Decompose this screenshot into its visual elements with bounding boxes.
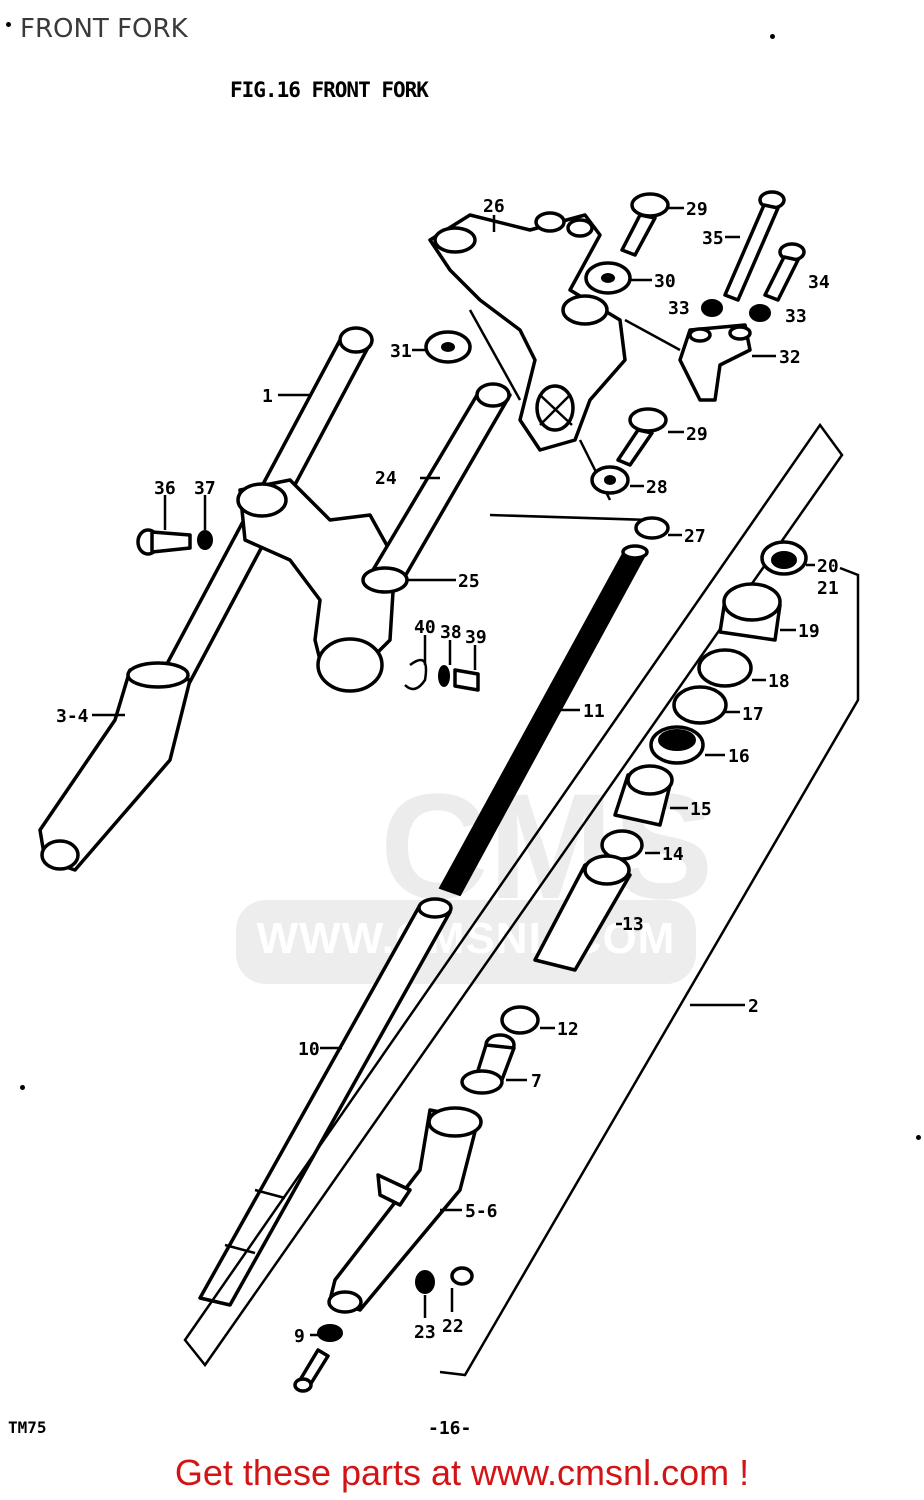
callout-30: 30	[654, 271, 676, 292]
callout-16: 16	[728, 746, 750, 767]
part-ring-17[interactable]	[672, 685, 728, 725]
callout-18: 18	[768, 671, 790, 692]
part-cylinder-7[interactable]	[460, 1033, 516, 1095]
callout-28: 28	[646, 477, 668, 498]
part-circlip-27[interactable]	[634, 516, 670, 540]
callout-5-6: 5-6	[465, 1201, 498, 1222]
part-oil-seal-16[interactable]	[649, 725, 705, 765]
leader-lines	[92, 206, 815, 1337]
callout-32: 32	[779, 347, 801, 368]
callout-23: 23	[414, 1322, 436, 1343]
callout-2: 2	[748, 996, 759, 1017]
callout-14: 14	[662, 844, 684, 865]
callout-20: 20	[817, 556, 839, 577]
part-bushing-13[interactable]	[533, 854, 632, 972]
part-lower-bracket-left[interactable]	[236, 478, 397, 693]
part-washer-33b[interactable]	[749, 304, 771, 322]
callout-39: 39	[465, 627, 487, 648]
part-washer-33a[interactable]	[701, 299, 723, 317]
part-stem-24[interactable]	[361, 382, 512, 594]
callout-29-lower: 29	[686, 424, 708, 445]
part-ring-18[interactable]	[697, 648, 753, 688]
callout-31: 31	[390, 341, 412, 362]
model-code: TM75	[8, 1418, 47, 1437]
callout-40: 40	[414, 617, 436, 638]
callout-33a: 33	[668, 298, 690, 319]
part-inner-tube-10[interactable]	[198, 897, 453, 1307]
callout-9: 9	[294, 1326, 305, 1347]
callout-22: 22	[442, 1316, 464, 1337]
callout-36: 36	[154, 478, 176, 499]
callout-12: 12	[557, 1019, 579, 1040]
callout-10: 10	[298, 1039, 320, 1060]
watermark-url: WWW.CMSNL.COM	[256, 914, 676, 963]
part-bolt-29-top[interactable]	[620, 192, 670, 257]
callout-15: 15	[690, 799, 712, 820]
callout-26: 26	[483, 196, 505, 217]
part-bolt-34[interactable]	[763, 242, 806, 302]
callout-7: 7	[531, 1071, 542, 1092]
part-washer-28[interactable]	[590, 465, 630, 495]
callout-27: 27	[684, 526, 706, 547]
part-washer-30[interactable]	[584, 261, 632, 295]
callout-11: 11	[583, 701, 605, 722]
part-outer-tube-5-6[interactable]	[327, 1106, 483, 1314]
callout-25: 25	[458, 571, 480, 592]
callout-17: 17	[742, 704, 764, 725]
part-clamp-32[interactable]	[678, 323, 752, 402]
callout-3-4: 3-4	[56, 706, 89, 727]
callout-33b: 33	[785, 306, 807, 327]
page-number: -16-	[428, 1418, 472, 1439]
part-spring-11[interactable]	[438, 544, 649, 897]
part-clip-40[interactable]	[404, 658, 428, 691]
callout-13: 13	[622, 914, 644, 935]
part-washer-37[interactable]	[197, 530, 213, 550]
exploded-parts-diagram: 1 2 3-4 5-6 7 9 10 11 12 13 14 15 16 17 …	[38, 190, 860, 1393]
part-fork-outer-3-4[interactable]	[38, 661, 192, 872]
callout-38: 38	[440, 622, 462, 643]
scan-speck	[916, 1135, 921, 1140]
part-bolt-35[interactable]	[723, 190, 786, 302]
cta-link[interactable]: Get these parts at www.cmsnl.com !	[174, 1452, 750, 1493]
part-washer-38[interactable]	[438, 665, 450, 687]
watermark-badge	[236, 900, 696, 984]
bracket-20-21	[439, 566, 860, 1377]
part-bushing-15[interactable]	[613, 764, 674, 827]
part-washer-31[interactable]	[424, 330, 472, 364]
part-spacer-19[interactable]	[718, 582, 782, 642]
callout-37: 37	[194, 478, 216, 499]
page-title: FRONT FORK	[20, 14, 188, 44]
callout-19: 19	[798, 621, 820, 642]
part-bolt-36[interactable]	[136, 528, 192, 556]
callout-34: 34	[808, 272, 830, 293]
scan-speck	[20, 1085, 25, 1090]
callout-35: 35	[702, 228, 724, 249]
callout-1: 1	[262, 386, 273, 407]
callout-29-top: 29	[686, 199, 708, 220]
scan-speck	[770, 34, 775, 39]
part-ring-12[interactable]	[500, 1005, 540, 1035]
part-bolt-29-lower[interactable]	[616, 407, 668, 467]
part-washer-23[interactable]	[415, 1270, 435, 1294]
part-bolt-8[interactable]	[293, 1348, 330, 1393]
part-dust-seal-20[interactable]	[760, 540, 808, 576]
part-fork-assembly-2-outline	[183, 422, 844, 1368]
part-upper-bracket[interactable]	[428, 211, 627, 452]
callout-21: 21	[817, 578, 839, 599]
part-washer-9[interactable]	[317, 1324, 343, 1342]
figure-title: FIG.16 FRONT FORK	[230, 78, 429, 102]
callout-24: 24	[375, 468, 397, 489]
part-bolt-39[interactable]	[453, 668, 480, 692]
part-bolt-22[interactable]	[450, 1266, 474, 1286]
scan-speck	[6, 22, 11, 27]
